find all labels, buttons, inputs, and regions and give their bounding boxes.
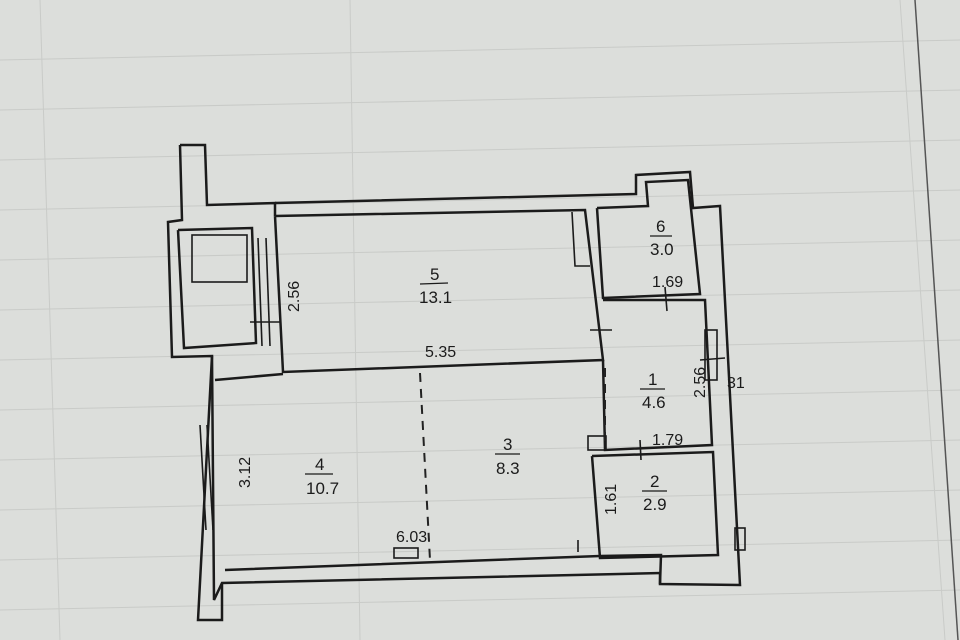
room-4: 4 10.7: [305, 455, 339, 498]
room-6: 6 3.0: [650, 217, 674, 259]
dim-room4-height: 3.12: [237, 457, 254, 488]
room-4-number: 4: [315, 455, 324, 474]
room-2-area: 2.9: [643, 495, 667, 514]
room-6-number: 6: [656, 217, 665, 236]
room-1-number: 1: [648, 370, 657, 389]
room-6-area: 3.0: [650, 240, 674, 259]
dim-room1-width: 1.79: [652, 432, 683, 449]
room-2-number: 2: [650, 472, 659, 491]
dim-room1-height: 2.56: [692, 367, 709, 398]
dim-room34-width: 6.03: [396, 529, 427, 546]
room-3-number: 3: [503, 435, 512, 454]
room-5-number: 5: [430, 265, 439, 284]
dim-room5-height: 2.56: [286, 281, 303, 312]
dimensions: 2.56 5.35 1.69 2.56 1.79 31 3.12 6.03 1.…: [237, 274, 745, 546]
room-3-area: 8.3: [496, 459, 520, 478]
room-1: 1 4.6: [640, 370, 666, 412]
room-1-area: 4.6: [642, 393, 666, 412]
dim-room5-width: 5.35: [425, 344, 456, 361]
dim-room6-width: 1.69: [652, 274, 683, 291]
room-5-area: 13.1: [419, 288, 452, 307]
dim-room2-height: 1.61: [603, 484, 620, 515]
room-3: 3 8.3: [495, 435, 520, 478]
walls: [166, 143, 746, 622]
dim-outer-side: 31: [727, 375, 745, 392]
room-5: 5 13.1: [419, 265, 452, 307]
room-2: 2 2.9: [642, 472, 667, 514]
room-4-area: 10.7: [306, 479, 339, 498]
